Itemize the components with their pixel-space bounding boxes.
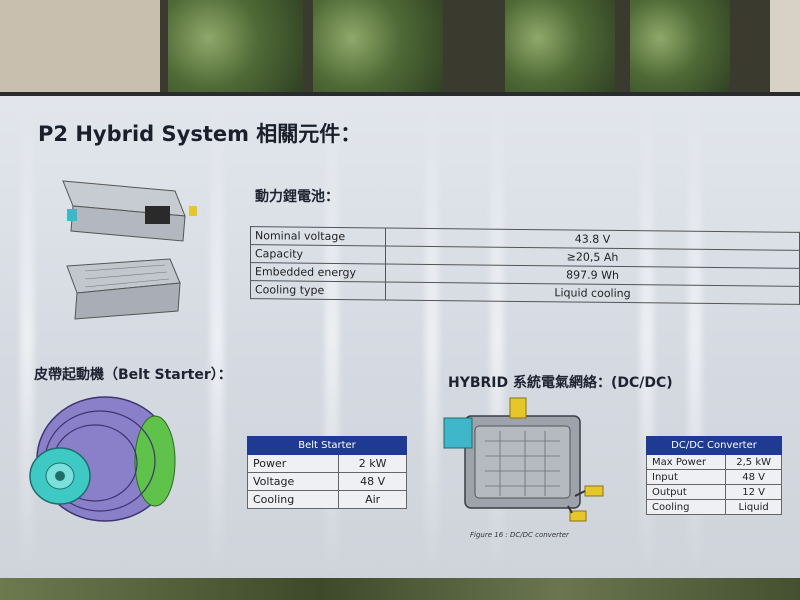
spec-value: 2,5 kW xyxy=(725,454,782,470)
spec-label: Nominal voltage xyxy=(250,226,386,247)
table-header: DC/DC Converter xyxy=(646,436,782,455)
dcdc-heading: HYBRID 系統電氣網絡：(DC/DC) xyxy=(448,375,673,391)
slide-title: P2 Hybrid System 相關元件： xyxy=(38,122,362,146)
light-glare xyxy=(210,96,224,582)
spec-label: Output xyxy=(645,484,727,500)
spec-label: Cooling xyxy=(246,490,340,509)
spec-label: Capacity xyxy=(250,244,386,265)
spec-label: Power xyxy=(246,454,340,473)
dcdc-converter-image xyxy=(443,397,604,522)
table-row: Output 12 V xyxy=(645,484,782,500)
figure-caption: Figure 16 : DC/DC converter xyxy=(470,531,569,539)
table-row: Voltage 48 V xyxy=(246,472,407,491)
belt-starter-spec-table: Belt Starter Power 2 kW Voltage 48 V Coo… xyxy=(246,436,407,509)
table-header: Belt Starter xyxy=(247,436,407,455)
belt-starter-motor-image xyxy=(29,396,176,522)
table-row: Max Power 2,5 kW xyxy=(645,454,782,470)
foliage-strip xyxy=(0,578,800,600)
spec-label: Cooling type xyxy=(250,280,386,301)
projection-screen: P2 Hybrid System 相關元件： 動力鋰電池： Nominal vo… xyxy=(0,92,800,582)
wall-right xyxy=(770,0,800,105)
light-glare xyxy=(20,96,34,582)
spec-label: Input xyxy=(645,469,727,485)
window xyxy=(160,0,770,100)
spec-label: Embedded energy xyxy=(250,262,386,283)
battery-spec-table: Nominal voltage 43.8 V Capacity ≥20,5 Ah… xyxy=(250,226,800,305)
spec-label: Max Power xyxy=(645,454,727,470)
table-row: Input 48 V xyxy=(645,469,782,485)
dcdc-spec-table: DC/DC Converter Max Power 2,5 kW Input 4… xyxy=(645,436,782,515)
wall-left xyxy=(0,0,160,95)
window-pane xyxy=(630,0,730,96)
spec-value: 2 kW xyxy=(338,454,407,473)
spec-value: Liquid cooling xyxy=(385,282,800,305)
spec-value: 48 V xyxy=(725,469,782,485)
table-row: Cooling Liquid xyxy=(645,499,782,515)
belt-starter-heading: 皮帶起動機（Belt Starter）： xyxy=(34,367,232,383)
battery-heading: 動力鋰電池： xyxy=(255,189,339,205)
spec-value: Air xyxy=(338,490,407,509)
battery-pack-image xyxy=(62,180,197,320)
spec-value: 12 V xyxy=(725,484,782,500)
window-pane xyxy=(313,0,443,96)
window-pane xyxy=(505,0,615,96)
spec-value: Liquid xyxy=(725,499,782,515)
table-row: Power 2 kW xyxy=(246,454,407,473)
spec-label: Voltage xyxy=(246,472,340,491)
light-glare xyxy=(425,96,439,582)
spec-value: 48 V xyxy=(338,472,407,491)
window-pane xyxy=(168,0,303,96)
table-row: Cooling Air xyxy=(246,490,407,509)
spec-label: Cooling xyxy=(645,499,727,515)
light-glare xyxy=(325,96,339,582)
